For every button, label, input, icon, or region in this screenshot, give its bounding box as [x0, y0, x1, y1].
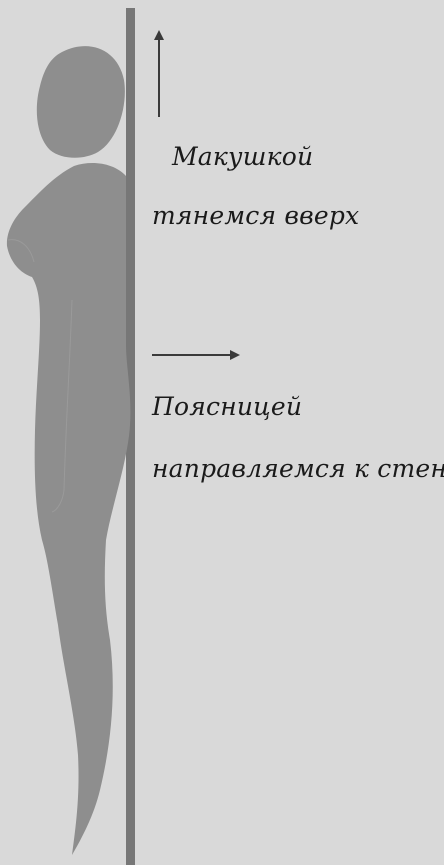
label-crown-line1: Макушкой: [172, 144, 313, 169]
figure-body: [7, 163, 130, 855]
label-crown-line2: тянемся вверх: [152, 203, 359, 228]
label-lower-back-line2: направляемся к стене: [152, 456, 444, 481]
label-lower-back-line1: Поясницей: [152, 394, 302, 419]
figure-head: [37, 46, 125, 158]
